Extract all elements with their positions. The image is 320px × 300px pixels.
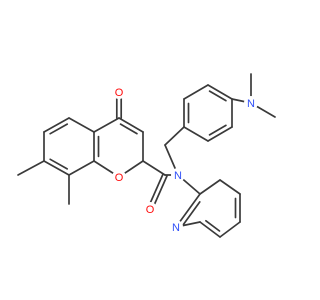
bond-b5-b6-b: [208, 124, 227, 136]
bond-py5-py6: [219, 179, 241, 195]
molecule-canvas: O O O N N N: [17, 73, 276, 238]
ring-oxygen-label: O: [112, 170, 126, 184]
bond-c4-c3-b: [119, 123, 138, 135]
amide-oxygen-symbol: O: [146, 204, 155, 216]
bond-c7-c8-b: [49, 158, 69, 170]
ketone-oxygen-symbol: O: [115, 87, 124, 99]
amide-nitrogen-label: N: [171, 168, 185, 182]
atom-label-layer: O O O N N N: [112, 85, 258, 234]
bond-b5-b6-a: [207, 126, 233, 142]
bond-c4a-c5: [68, 117, 95, 133]
ring-oxygen-symbol: O: [115, 172, 124, 184]
bond-c7-me7: [17, 160, 45, 176]
bond-c2-ca: [142, 160, 166, 176]
amide-oxygen-label: O: [143, 202, 157, 216]
bond-py1-np-b: [182, 201, 201, 226]
bond-py6-py1: [199, 179, 221, 195]
pyridine-nitrogen-symbol: N: [172, 222, 180, 234]
dimethylamino-nitrogen-label: N: [244, 96, 258, 110]
bond-b2-b3: [183, 84, 209, 100]
bond-c4-c3-a: [118, 117, 144, 133]
bond-c4a-c4: [93, 117, 120, 133]
bond-b6-b1: [183, 126, 209, 142]
chemical-structure-drawing: O O O N N N: [17, 73, 276, 238]
bond-b3-b4-b: [208, 90, 227, 102]
bond-ch2-b1: [164, 126, 185, 146]
dimethylamino-nitrogen-symbol: N: [247, 98, 255, 110]
bond-b3-b4-a: [207, 84, 233, 100]
ketone-oxygen-label: O: [112, 85, 126, 99]
bond-py3-py4: [219, 221, 241, 238]
bond-c5-c6-b: [49, 123, 69, 135]
bond-c8-c8a: [68, 160, 95, 176]
bond-c5-c6-a: [43, 117, 70, 133]
bond-py2-py3-b: [205, 219, 221, 232]
bond-c7-c8-a: [43, 160, 70, 176]
pyridine-nitrogen-label: N: [169, 220, 183, 234]
amide-nitrogen-symbol: N: [174, 170, 182, 182]
bond-py2-py3-a: [199, 221, 221, 238]
